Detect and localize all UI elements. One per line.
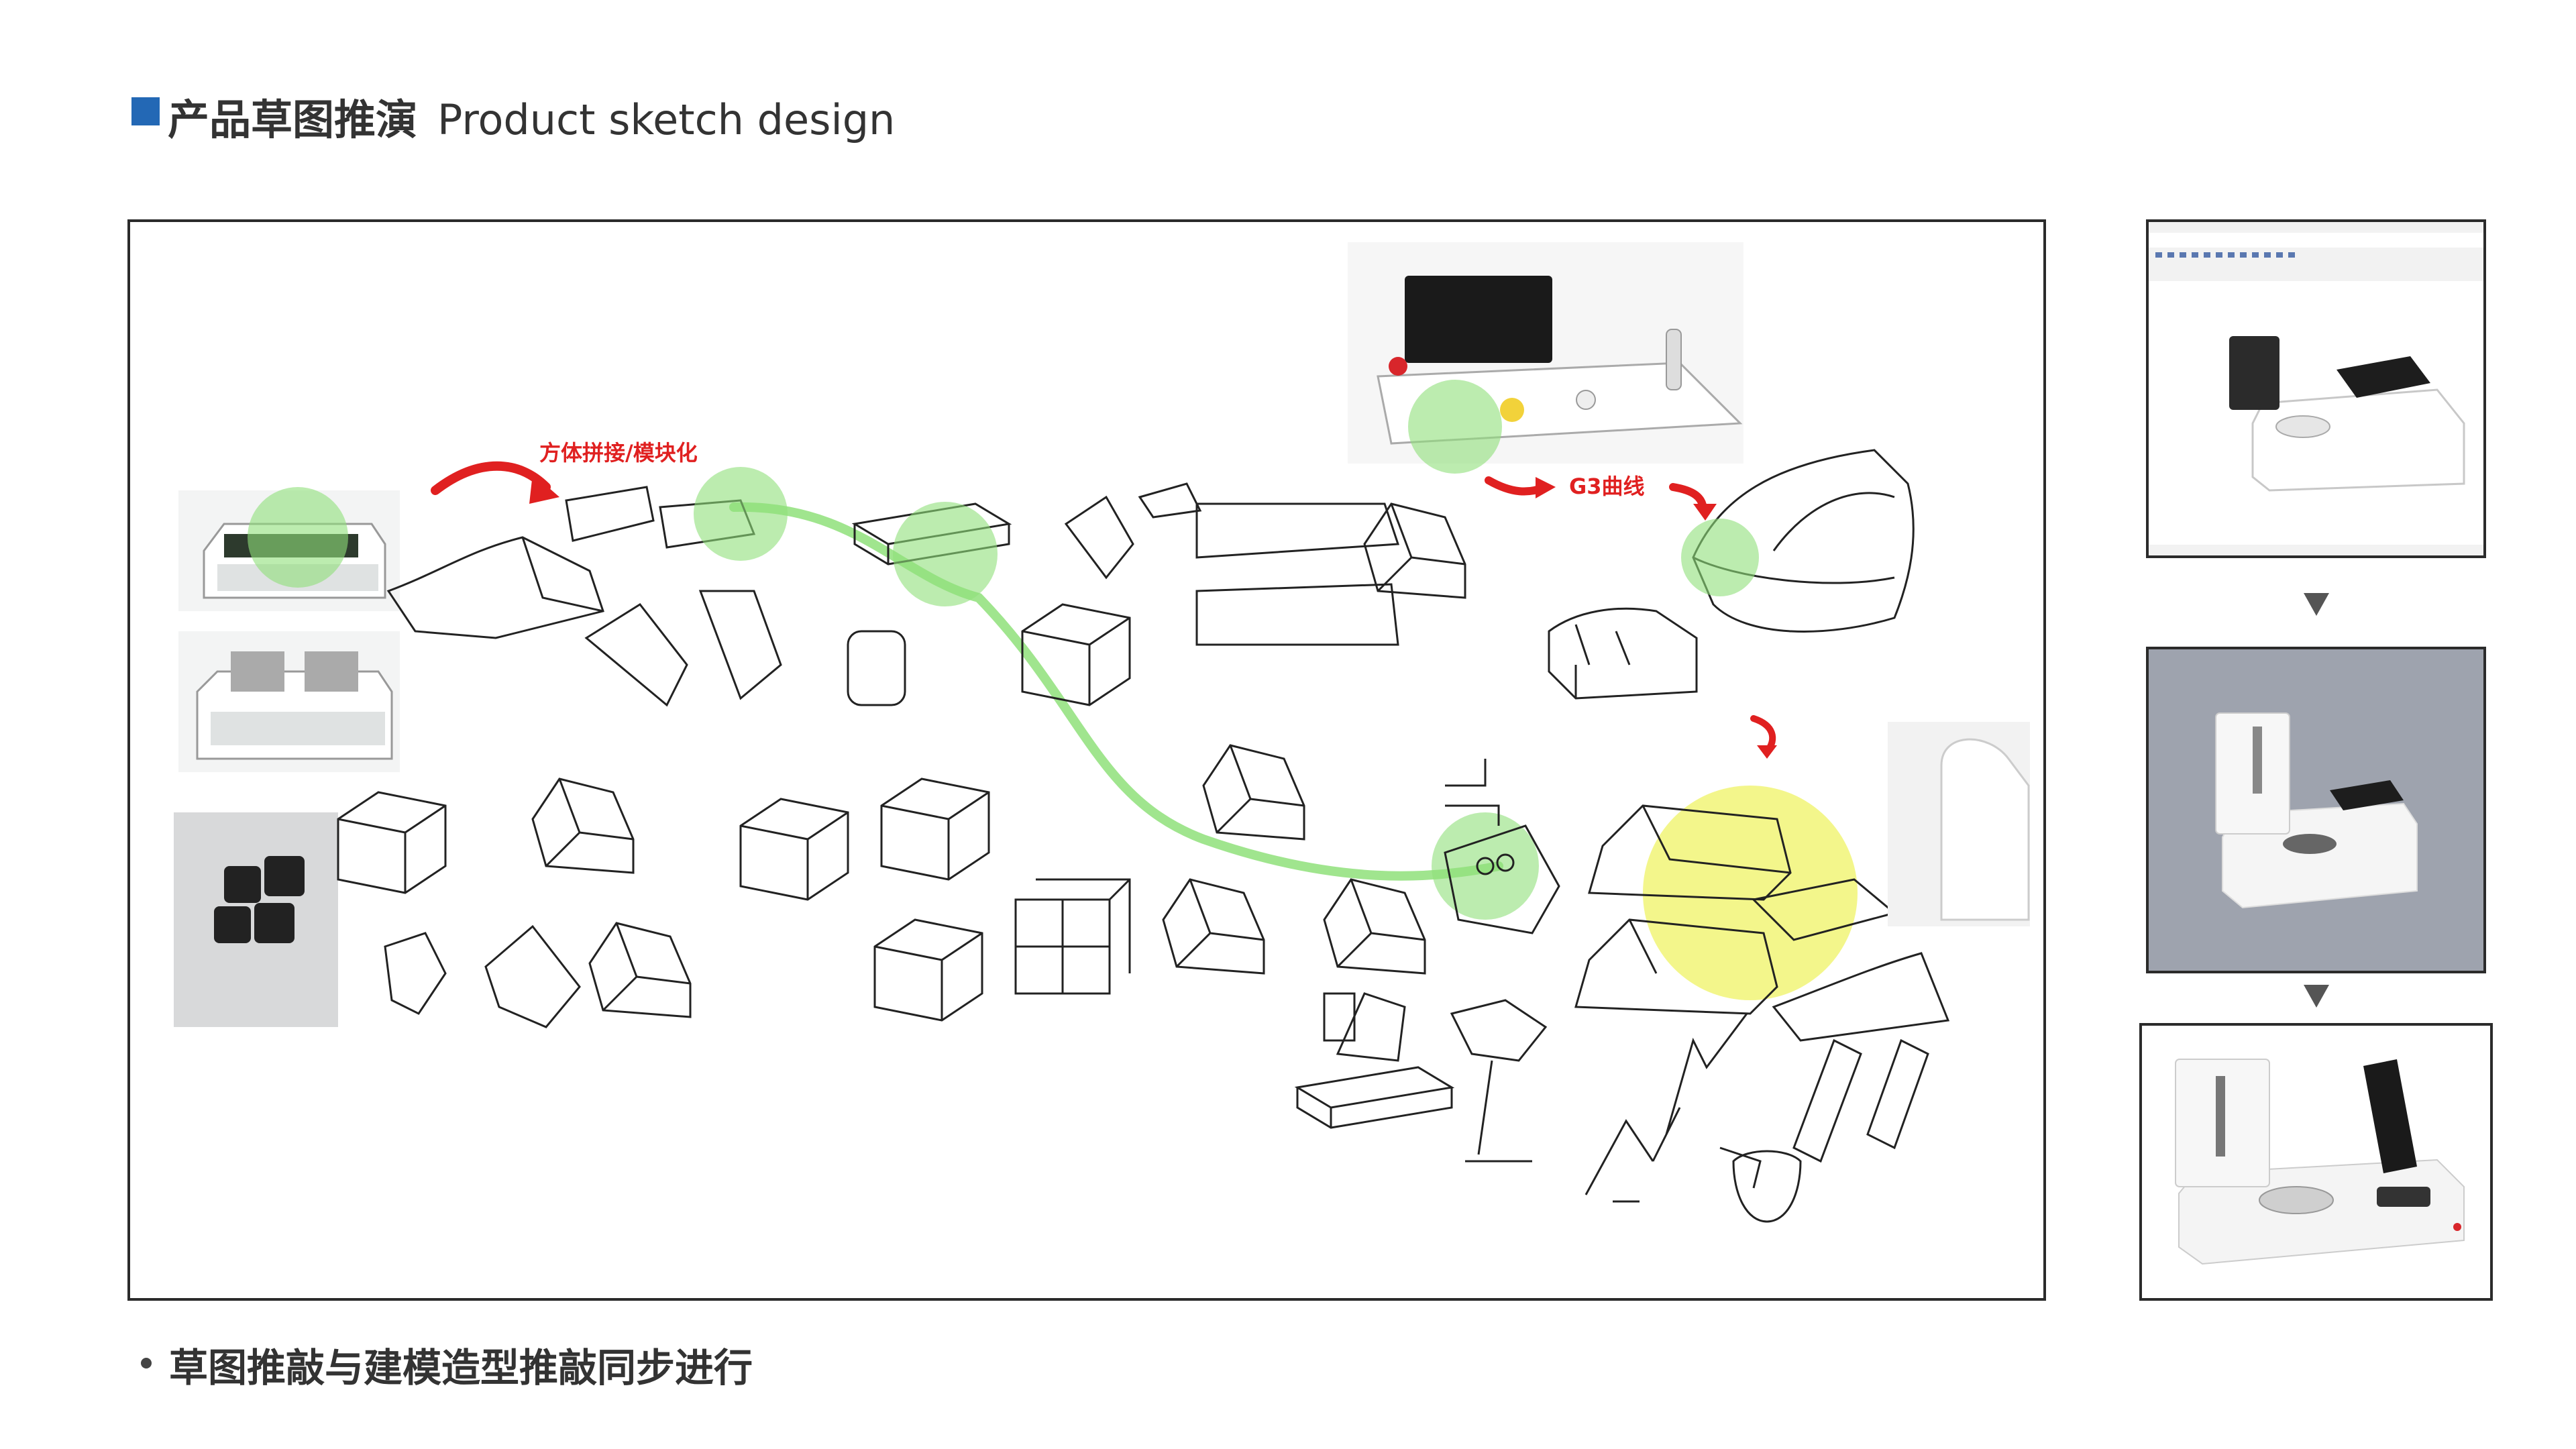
- cad-modeling-panel: [2146, 219, 2486, 558]
- down-arrow-icon: [2304, 593, 2329, 616]
- down-arrow-icon: [2304, 985, 2329, 1008]
- robot-arm-render: [1888, 722, 2030, 926]
- section-marker: [131, 97, 160, 125]
- modular-product-photo-2: [178, 631, 400, 772]
- footer-note: 草图推敲与建模造型推敲同步进行: [169, 1345, 753, 1391]
- bullet-dot: [141, 1358, 152, 1368]
- modular-product-photo-1: [178, 487, 400, 611]
- sketch-board: 方体拼接/模块化 G3曲线: [127, 219, 2046, 1301]
- page-title-cn: 产品草图推演: [168, 95, 418, 144]
- final-render-panel: [2139, 1023, 2493, 1301]
- grey-render-panel: [2146, 647, 2486, 973]
- annotation-cube-modular: 方体拼接/模块化: [539, 440, 698, 466]
- annotation-g3-curve: G3曲线: [1569, 474, 1645, 499]
- control-pad-photo: [174, 812, 338, 1027]
- page-title: 产品草图推演 Product sketch design: [168, 86, 895, 146]
- sketch-canvas: 方体拼接/模块化 G3曲线: [174, 242, 2030, 1223]
- console-render: [1348, 242, 1743, 474]
- page-title-en: Product sketch design: [437, 95, 896, 144]
